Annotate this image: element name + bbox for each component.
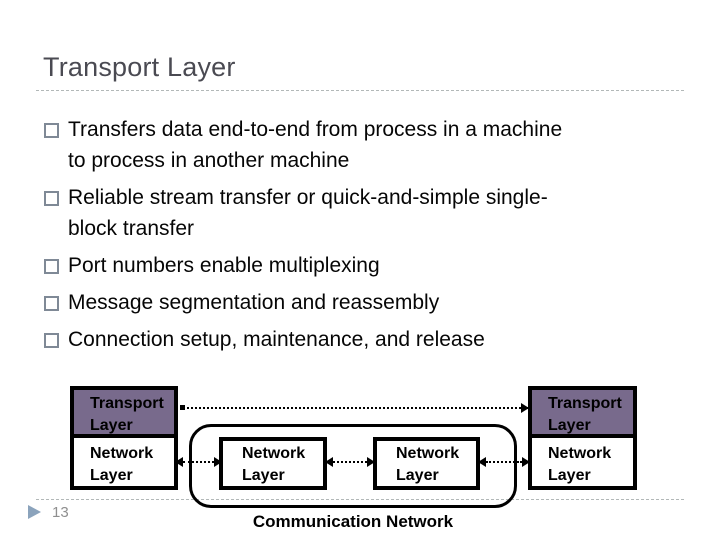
bullet-text: to process in another machine: [68, 149, 350, 172]
page-number: 13: [52, 504, 69, 521]
bullet-list: Transfers data end-to-end from process i…: [43, 114, 693, 361]
left-transport-layer-box: Transport Layer: [70, 386, 178, 438]
arrowhead-right-icon: [214, 457, 222, 467]
bullet-square-icon: [44, 191, 59, 206]
slide-title: Transport Layer: [43, 52, 236, 82]
arrowhead-left-icon: [175, 457, 183, 467]
transport-to-transport-arrow: [180, 402, 529, 414]
network-node-2-box: Network Layer: [373, 437, 480, 490]
bullet-item-reliable: Reliable stream transfer or quick-and-si…: [43, 182, 693, 244]
bullet-item-transfers: Transfers data end-to-end from process i…: [43, 114, 693, 176]
bullet-text: Transfers data end-to-end from process i…: [68, 118, 563, 141]
arrowhead-right-icon: [367, 457, 375, 467]
bullet-square-icon: [44, 259, 59, 274]
bullet-square-icon: [44, 333, 59, 348]
bullet-text: block transfer: [68, 217, 195, 240]
bullet-text: Message segmentation and reassembly: [68, 291, 440, 314]
arrowhead-left-icon: [478, 457, 486, 467]
bullet-item-connection: Connection setup, maintenance, and relea…: [43, 324, 693, 355]
footer-divider-line: [36, 499, 684, 500]
network-link-arrow-2: [325, 456, 375, 468]
bullet-text: Reliable stream transfer or quick-and-si…: [68, 186, 548, 209]
arrowhead-left-icon: [325, 457, 333, 467]
bullet-text: Port numbers enable multiplexing: [68, 254, 380, 277]
footer-arrow-icon: [28, 505, 41, 519]
right-transport-layer-box: Transport Layer: [528, 386, 637, 438]
bullet-item-ports: Port numbers enable multiplexing: [43, 250, 693, 281]
network-node-1-box: Network Layer: [219, 437, 327, 490]
right-network-layer-box: Network Layer: [528, 434, 637, 490]
bullet-square-icon: [44, 123, 59, 138]
network-link-arrow-1: [175, 456, 222, 468]
arrowhead-right-icon: [522, 457, 530, 467]
arrowhead-right-icon: [521, 403, 529, 413]
bullet-item-segmentation: Message segmentation and reassembly: [43, 287, 693, 318]
left-network-layer-box: Network Layer: [70, 434, 178, 490]
title-divider-line: [36, 90, 684, 91]
communication-network-label: Communication Network: [252, 512, 454, 531]
bullet-text: Connection setup, maintenance, and relea…: [68, 328, 485, 351]
network-link-arrow-3: [478, 456, 530, 468]
communication-network-boundary: [189, 424, 517, 508]
bullet-square-icon: [44, 296, 59, 311]
